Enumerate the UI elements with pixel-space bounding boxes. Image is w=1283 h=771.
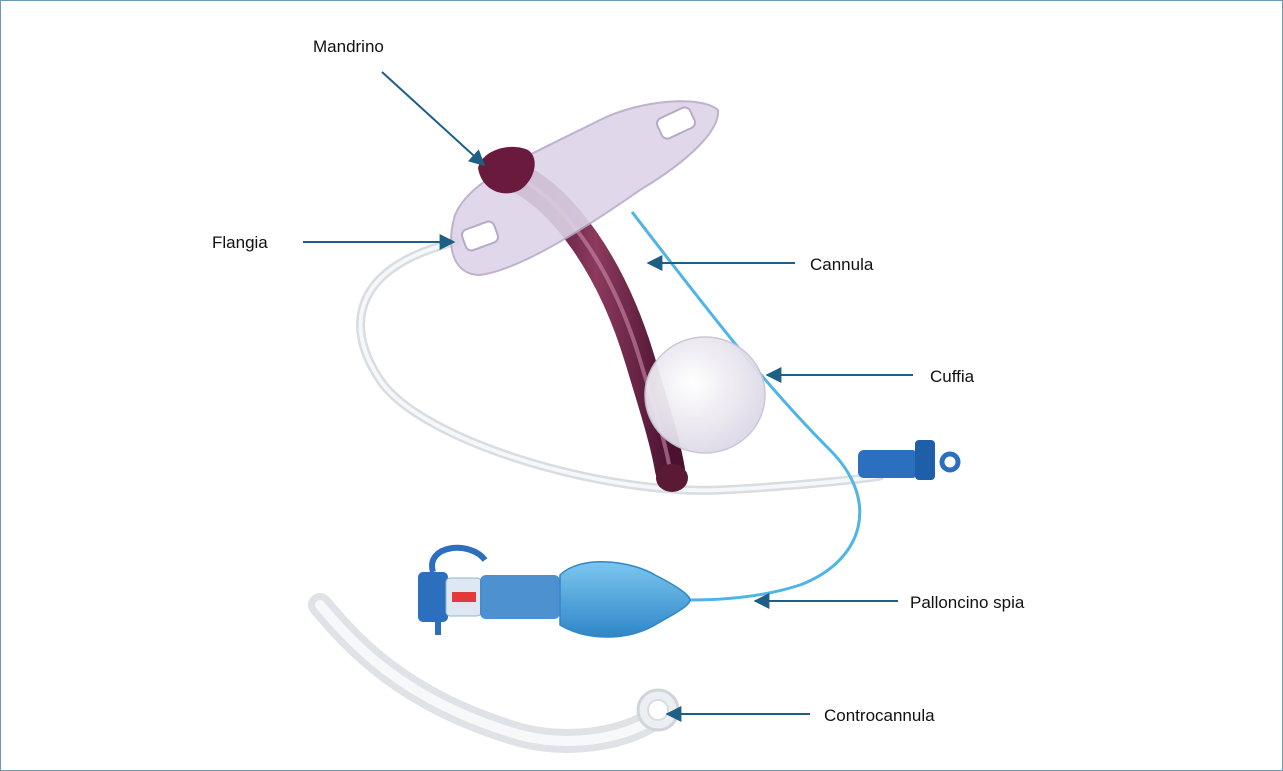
cuff-balloon [645,337,765,453]
label-flangia: Flangia [212,233,268,252]
label-cannula: Cannula [810,255,874,274]
label-mandrino: Mandrino [313,37,384,56]
label-controcannula: Controcannula [824,706,935,725]
pilot-balloon [418,548,690,637]
cannula-tip [656,464,688,492]
label-palloncino-spia: Palloncino spia [910,593,1025,612]
device-illustration [320,101,958,741]
label-cuffia: Cuffia [930,367,975,386]
mandrino-arrow [382,72,484,165]
blue-connector [858,440,958,480]
